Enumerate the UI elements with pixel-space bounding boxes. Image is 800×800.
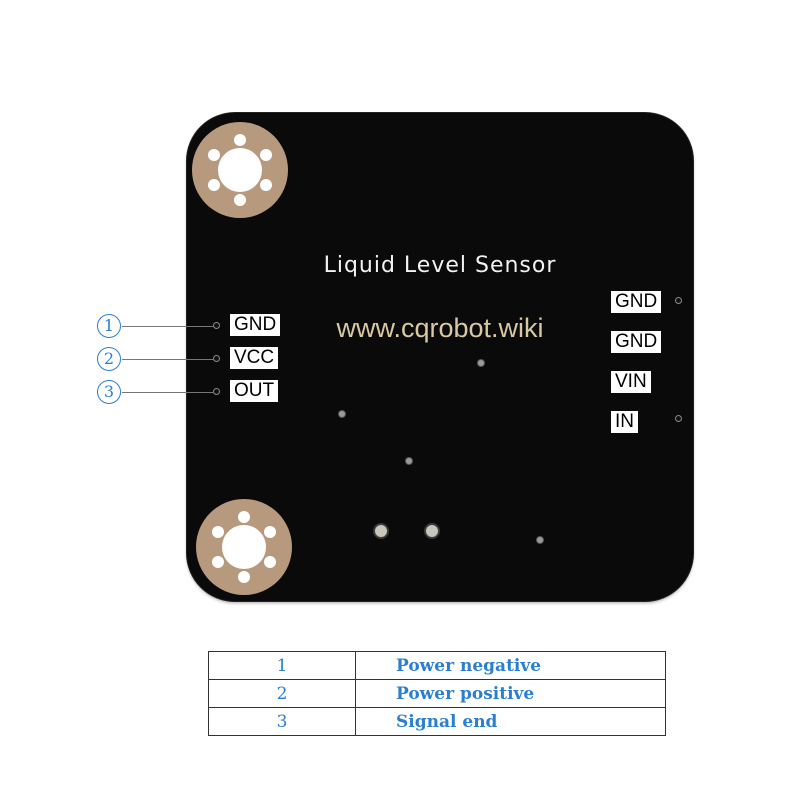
mounting-hole-bottom-left — [196, 499, 292, 595]
via — [405, 457, 413, 465]
left-pin-label-3: OUT — [230, 380, 279, 402]
right-pin-label-2: GND — [611, 331, 662, 353]
pin-description-cell: Signal end — [355, 707, 666, 736]
right-pin-label-4: IN — [611, 411, 638, 433]
board-url: www.cqrobot.wiki — [336, 313, 544, 343]
board-title: Liquid Level Sensor — [323, 253, 557, 278]
via — [536, 536, 544, 544]
pin-description-table: 1 Power negative 2 Power positive 3 Sign… — [208, 651, 666, 736]
mounting-hole-top-left — [192, 122, 288, 218]
callout-line-2 — [122, 359, 213, 360]
via — [338, 410, 346, 418]
table-row: 3 Signal end — [208, 707, 666, 736]
callout-line-1 — [122, 326, 213, 327]
callout-line-3 — [122, 392, 213, 393]
callout-number-2: 2 — [97, 347, 121, 371]
pin-number-cell: 1 — [208, 651, 356, 680]
pin-description-cell: Power positive — [355, 679, 666, 708]
callout-number-1: 1 — [97, 314, 121, 338]
table-row: 2 Power positive — [208, 679, 666, 708]
right-pin-label-3: VIN — [611, 371, 651, 393]
pin-number-cell: 3 — [208, 707, 356, 736]
via — [477, 359, 485, 367]
table-row: 1 Power negative — [208, 651, 666, 680]
left-pin-pad-2 — [213, 355, 220, 362]
callout-number-3: 3 — [97, 380, 121, 404]
pin-description-cell: Power negative — [355, 651, 666, 680]
left-pin-label-1: GND — [230, 314, 281, 336]
left-pin-pad-3 — [213, 388, 220, 395]
left-pin-pad-1 — [213, 322, 220, 329]
pin-number-cell: 2 — [208, 679, 356, 708]
right-pin-label-1: GND — [611, 291, 662, 313]
probe-solder-pad-2 — [424, 523, 440, 539]
right-pin-pad-1 — [675, 297, 682, 304]
sensor-board: Liquid Level Sensor www.cqrobot.wiki GND… — [187, 113, 693, 601]
left-pin-label-2: VCC — [230, 347, 279, 369]
probe-solder-pad-1 — [373, 523, 389, 539]
right-pin-pad-4 — [675, 415, 682, 422]
